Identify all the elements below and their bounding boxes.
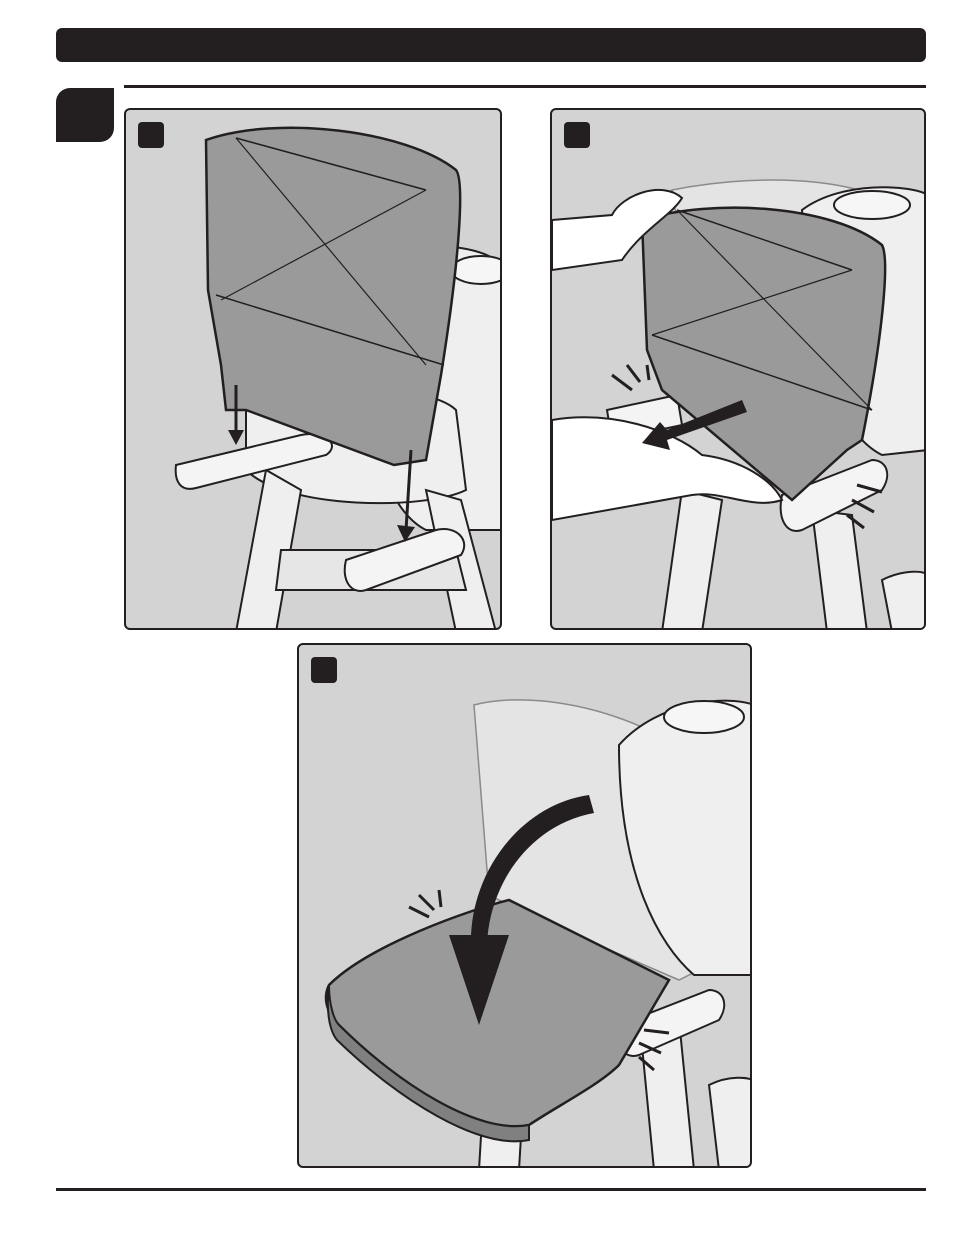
right-leg [810,508,868,628]
top-rule [124,85,926,88]
click-lines-icon [846,483,883,530]
panel-1-illustration [174,126,500,628]
sub-step-marker-3 [311,657,337,683]
sub-step-marker-2 [564,122,590,148]
panel-3-illustration [324,699,750,1166]
click-lines-icon [611,364,651,392]
panel-1-insert-table [124,108,502,630]
step-number-tab [56,88,114,142]
side-table [640,206,887,502]
left-leg [235,468,303,628]
down-arrow-icon [228,385,244,445]
panel-2-illustration [552,179,924,628]
left-leg [661,488,724,628]
right-bracket [343,528,466,592]
hand-icon [552,188,684,272]
panel-2-remove-table [550,108,926,630]
slide-arrow-icon [642,400,747,450]
panel-3-fold-table [297,643,752,1168]
down-arrow-icon [397,449,415,542]
header-bar [56,28,926,62]
side-table [204,126,462,467]
grill-lid-top [663,700,745,734]
hand-icon [552,416,784,522]
sub-step-marker-1 [138,122,164,148]
bottom-rule [56,1188,926,1191]
fold-arrow-icon [449,795,594,1025]
grill-lid-top [450,255,500,285]
click-lines-icon [638,1028,670,1072]
click-lines-icon [408,889,443,919]
grill-lid-top [833,190,911,220]
right-bracket [779,458,889,532]
